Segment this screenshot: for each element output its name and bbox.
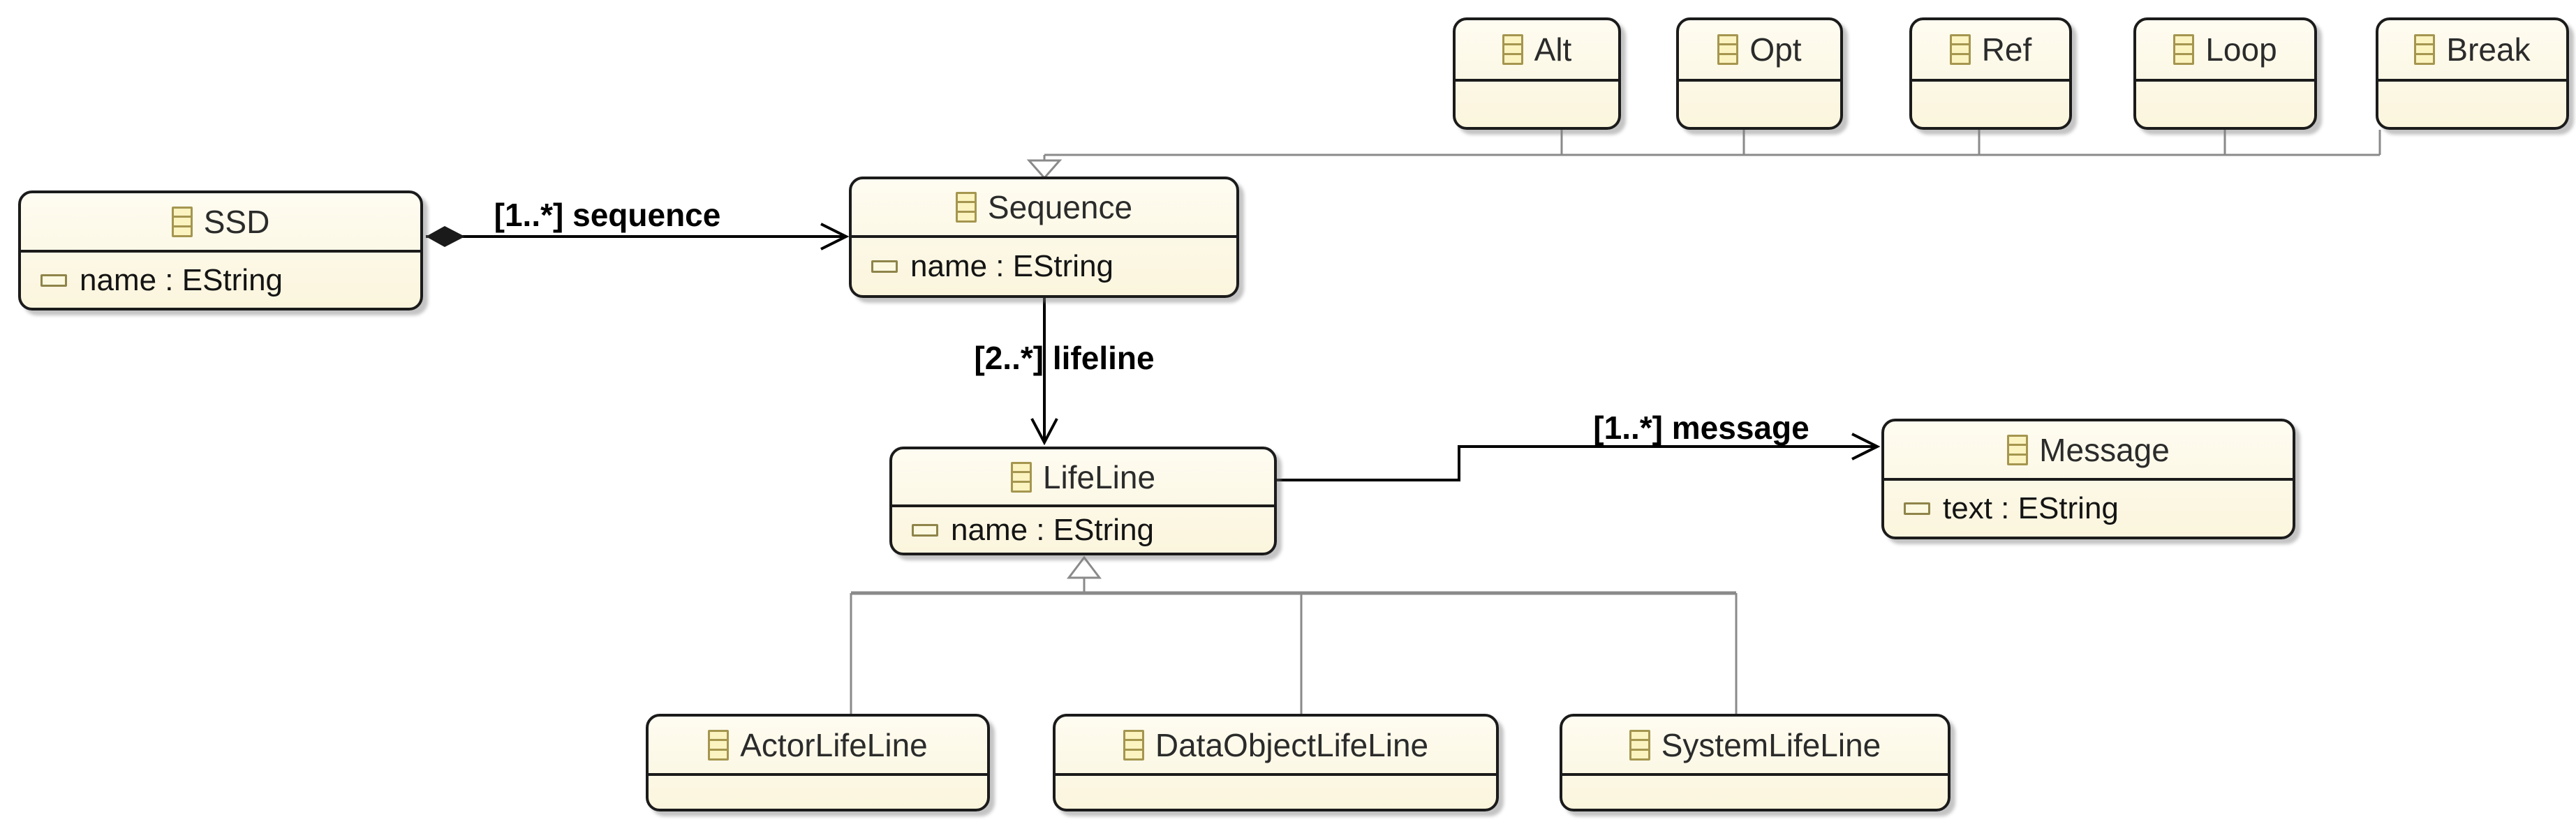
eclass-icon (1502, 34, 1523, 65)
class-sequence[interactable]: Sequence name : EString (849, 177, 1239, 298)
generalization-triangle-lifeline (1066, 555, 1102, 579)
attributes-compartment (1912, 82, 2069, 127)
reference-edge-sequence-lifeline[interactable] (1030, 298, 1058, 446)
class-name: Opt (1749, 31, 1802, 68)
class-actorlifeline[interactable]: ActorLifeLine (646, 714, 990, 811)
generalization-group-lifeline[interactable] (850, 555, 1738, 714)
attributes-compartment: name : EString (852, 238, 1236, 295)
attributes-compartment (1679, 82, 1840, 127)
eclass-icon (2173, 34, 2195, 65)
class-title: DataObjectLifeLine (1056, 717, 1496, 776)
edge-label-sequence: [1..*] sequence (494, 197, 721, 233)
attributes-compartment (1456, 82, 1618, 127)
eclass-icon (708, 729, 730, 761)
class-name: DataObjectLifeLine (1155, 726, 1429, 763)
class-name: Break (2446, 31, 2531, 68)
attribute-row: name : EString (871, 249, 1113, 284)
eattribute-icon (1904, 502, 1930, 515)
class-alt[interactable]: Alt (1453, 17, 1621, 130)
composition-diamond (426, 226, 465, 247)
class-title: Sequence (852, 179, 1236, 238)
class-lifeline[interactable]: LifeLine name : EString (889, 447, 1277, 555)
class-name: Alt (1534, 31, 1572, 68)
class-name: SSD (203, 203, 270, 240)
class-name: Sequence (987, 189, 1133, 225)
class-message[interactable]: Message text : EString (1881, 419, 2295, 539)
eclass-icon (1123, 729, 1144, 761)
eattribute-icon (871, 260, 898, 273)
attribute-text: name : EString (80, 262, 283, 297)
open-arrowhead-message (1851, 433, 1881, 461)
attributes-compartment (1056, 776, 1496, 809)
edge-label-message: [1..*] message (1593, 410, 1809, 446)
class-title: LifeLine (892, 449, 1274, 507)
class-title: Opt (1679, 20, 1840, 82)
attribute-row: text : EString (1904, 491, 2119, 526)
attributes-compartment: name : EString (21, 253, 420, 308)
class-title: Alt (1456, 20, 1618, 82)
class-opt[interactable]: Opt (1676, 17, 1843, 130)
attributes-compartment: text : EString (1884, 481, 2293, 537)
reference-edge-lifeline-message[interactable] (1277, 433, 1881, 481)
eclass-icon (1629, 729, 1650, 761)
class-break[interactable]: Break (2376, 17, 2569, 130)
class-systemlifeline[interactable]: SystemLifeLine (1560, 714, 1950, 811)
open-arrowhead-lifeline (1030, 418, 1058, 446)
class-title: Loop (2136, 20, 2314, 82)
attributes-compartment: name : EString (892, 507, 1274, 553)
attributes-compartment (649, 776, 987, 809)
class-name: Message (2039, 431, 2170, 468)
attribute-text: name : EString (951, 512, 1155, 547)
generalization-group-sequence[interactable] (1026, 130, 2381, 180)
class-title: Break (2378, 20, 2566, 82)
class-name: LifeLine (1042, 458, 1156, 495)
eclass-icon (2414, 34, 2436, 65)
attributes-compartment (2136, 82, 2314, 127)
class-title: ActorLifeLine (649, 717, 987, 776)
eclass-icon (1717, 34, 1739, 65)
class-dataobjectlifeline[interactable]: DataObjectLifeLine (1053, 714, 1499, 811)
class-ssd[interactable]: SSD name : EString (18, 190, 423, 310)
eattribute-icon (912, 523, 938, 537)
eclass-icon (171, 206, 193, 237)
attribute-text: text : EString (1943, 491, 2119, 525)
class-name: Ref (1981, 31, 2032, 68)
eclass-icon (1949, 34, 1971, 65)
eclass-icon (1010, 461, 1032, 493)
reference-line-lifeline-message[interactable] (1277, 445, 1877, 481)
attribute-row: name : EString (912, 513, 1154, 548)
eattribute-icon (40, 274, 67, 287)
class-ref[interactable]: Ref (1909, 17, 2072, 130)
open-arrowhead-sequence (820, 223, 850, 250)
class-loop[interactable]: Loop (2133, 17, 2317, 130)
generalization-triangle-sequence (1026, 159, 1063, 180)
attribute-row: name : EString (40, 263, 283, 298)
class-title: Ref (1912, 20, 2069, 82)
class-title: SystemLifeLine (1562, 717, 1948, 776)
attribute-text: name : EString (910, 249, 1114, 283)
attributes-compartment (2378, 82, 2566, 127)
class-title: Message (1884, 421, 2293, 481)
eclass-icon (2007, 434, 2029, 465)
reference-edge-ssd-sequence[interactable] (426, 223, 850, 250)
class-name: SystemLifeLine (1661, 726, 1881, 763)
class-name: Loop (2205, 31, 2277, 68)
eclass-icon (955, 192, 977, 223)
attributes-compartment (1562, 776, 1948, 809)
class-title: SSD (21, 193, 420, 253)
edge-label-lifeline: [2..*] lifeline (974, 340, 1155, 376)
class-name: ActorLifeLine (740, 726, 928, 763)
